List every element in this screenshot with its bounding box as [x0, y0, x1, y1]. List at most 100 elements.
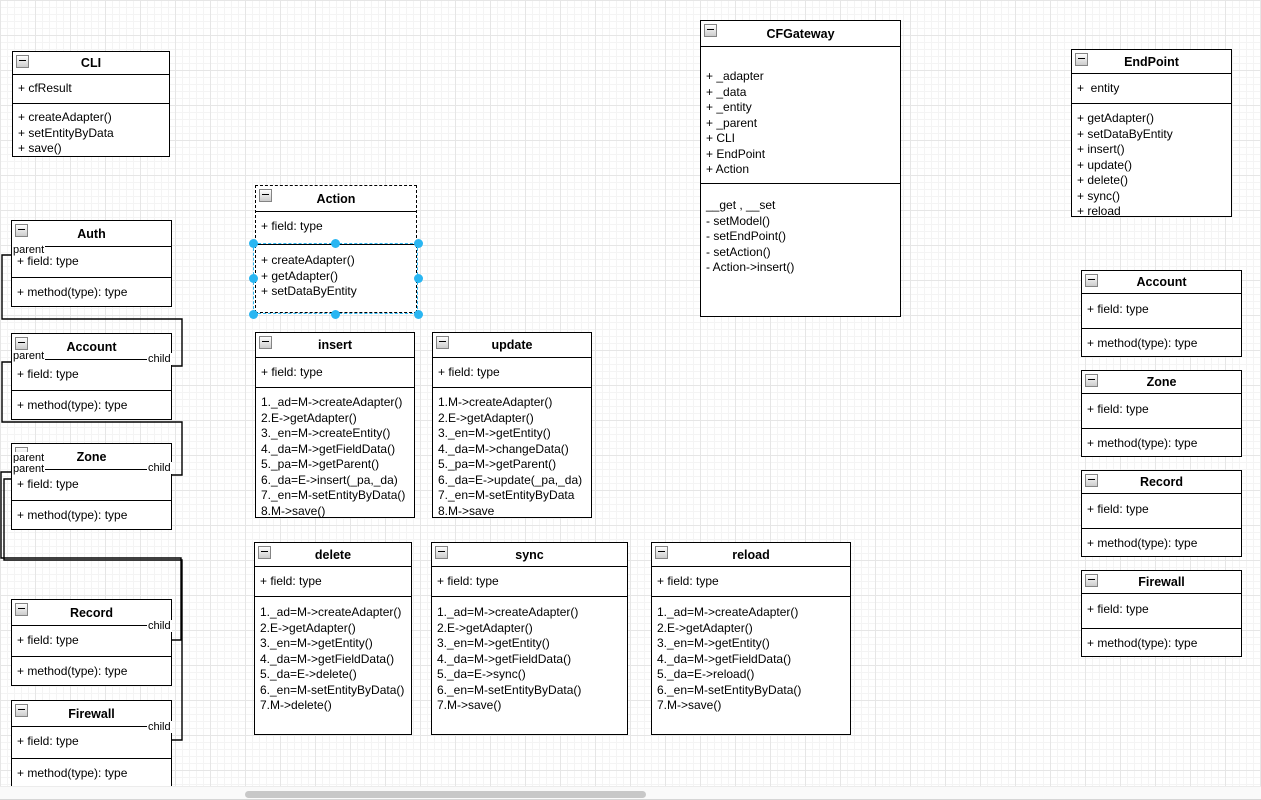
- collapse-minus-icon[interactable]: [15, 337, 28, 350]
- member-line: + delete(): [1077, 173, 1129, 187]
- member-line: + createAdapter(): [18, 110, 112, 124]
- member-line: 5._da=E->sync(): [437, 667, 526, 681]
- class-title-auth: Auth: [12, 221, 171, 246]
- class-title-delete: delete: [255, 543, 411, 566]
- member-line: + insert(): [1077, 142, 1125, 156]
- collapse-minus-icon[interactable]: [258, 546, 271, 559]
- class-box-cfgateway[interactable]: CFGateway+ _adapter+ _data+ _entity+ _pa…: [700, 20, 901, 317]
- selection-handle-s[interactable]: [331, 309, 340, 319]
- member-line: 1._ad=M->createAdapter(): [657, 605, 799, 619]
- class-section-record-right-methods: + method(type): type: [1082, 528, 1241, 558]
- class-box-auth[interactable]: Auth+ field: type+ method(type): type: [11, 220, 172, 307]
- member-line: 6._en=M-setEntityByData(): [657, 682, 802, 697]
- class-title-reload: reload: [652, 543, 850, 566]
- member-line: 3._en=M->createEntity(): [261, 426, 391, 440]
- collapse-minus-icon[interactable]: [435, 546, 448, 559]
- member-line: + _entity: [706, 100, 752, 114]
- selection-handle-w[interactable]: [248, 274, 258, 283]
- class-section-account-right-attributes: + field: type: [1082, 293, 1241, 328]
- member-line: 5._da=E->delete(): [260, 667, 357, 681]
- member-line: + setDataByEntity: [261, 284, 357, 298]
- horizontal-scrollbar-thumb[interactable]: [245, 791, 646, 798]
- class-box-delete[interactable]: delete + field: type 1._ad=M->createAdapte…: [254, 542, 412, 735]
- class-title-text: Zone: [1146, 375, 1177, 389]
- selection-handle-ne[interactable]: [413, 238, 423, 248]
- class-box-firewall-right[interactable]: Firewall+ field: type+ method(type): typ…: [1081, 570, 1242, 657]
- class-box-action[interactable]: Action+ field: type+ createAdapter()+ ge…: [255, 185, 417, 313]
- member-line: + _parent: [706, 115, 758, 130]
- selection-handle-e[interactable]: [413, 274, 423, 283]
- member-line: 2.E->getAdapter(): [261, 410, 357, 425]
- class-title-account-right: Account: [1082, 271, 1241, 293]
- collapse-minus-icon[interactable]: [655, 546, 668, 559]
- member-line: + method(type): type: [1087, 336, 1198, 350]
- member-line: + field: type: [261, 365, 323, 379]
- collapse-minus-icon[interactable]: [704, 24, 717, 37]
- member-line: 4._da=M->changeData(): [438, 441, 569, 456]
- member-line: + method(type): type: [17, 508, 128, 522]
- member-line: + field: type: [17, 367, 79, 381]
- class-title-sync: sync: [432, 543, 627, 566]
- member-line: + EndPoint: [706, 146, 766, 161]
- member-line: + createAdapter(): [261, 253, 355, 267]
- class-title-firewall-right: Firewall: [1082, 571, 1241, 593]
- collapse-minus-icon[interactable]: [15, 224, 28, 237]
- edge-label-child: child: [147, 620, 172, 632]
- member-line: 2.E->getAdapter(): [657, 620, 753, 635]
- selection-handle-n[interactable]: [331, 238, 340, 248]
- class-box-record-right[interactable]: Record+ field: type+ method(type): type: [1081, 470, 1242, 557]
- collapse-minus-icon[interactable]: [1085, 274, 1098, 287]
- class-section-endpoint-methods: + getAdapter()+ setDataByEntity+ insert(…: [1072, 103, 1231, 218]
- member-line: + method(type): type: [1087, 536, 1198, 550]
- class-box-zone-right[interactable]: Zone+ field: type+ method(type): type: [1081, 370, 1242, 457]
- class-box-firewall-left[interactable]: Firewall+ field: type+ method(type): typ…: [11, 700, 172, 790]
- member-line: 7._en=M-setEntityByData: [438, 488, 575, 502]
- class-box-endpoint[interactable]: EndPoint+ entity+ getAdapter()+ setDataB…: [1071, 49, 1232, 218]
- collapse-minus-icon[interactable]: [15, 603, 28, 616]
- member-line: + field: type: [260, 574, 322, 588]
- class-title-text: Record: [69, 605, 114, 620]
- collapse-minus-icon[interactable]: [1085, 474, 1098, 487]
- member-line: 3._en=M->getEntity(): [438, 426, 551, 440]
- selection-handle-nw[interactable]: [248, 238, 258, 248]
- class-title-cli: CLI: [13, 52, 169, 74]
- member-line: + save(): [18, 141, 62, 155]
- member-line: + _data: [706, 84, 747, 99]
- member-line: + field: type: [1087, 602, 1149, 616]
- member-line: + field: type: [17, 254, 79, 268]
- member-line: 1._ad=M->createAdapter(): [260, 605, 402, 619]
- class-box-record-left[interactable]: Record+ field: type+ method(type): type: [11, 599, 172, 686]
- selection-rectangle: [253, 243, 418, 314]
- collapse-minus-icon[interactable]: [1085, 374, 1098, 387]
- class-section-cli-attributes: + cfResult: [13, 74, 169, 103]
- class-box-account-right[interactable]: Account+ field: type + method(type): type: [1081, 270, 1242, 357]
- collapse-minus-icon[interactable]: [259, 189, 272, 202]
- collapse-minus-icon[interactable]: [436, 336, 449, 349]
- selection-handle-se[interactable]: [413, 309, 423, 319]
- member-line: + setDataByEntity: [1077, 126, 1173, 141]
- class-section-reload-methods: 1._ad=M->createAdapter()2.E->getAdapter(…: [652, 596, 850, 736]
- collapse-minus-icon[interactable]: [15, 704, 28, 717]
- collapse-minus-icon[interactable]: [1075, 53, 1088, 66]
- horizontal-scrollbar-track[interactable]: [0, 786, 1261, 800]
- edge-label-child: child: [147, 462, 172, 474]
- selection-handle-sw[interactable]: [248, 309, 258, 319]
- class-title-text: Zone: [76, 449, 107, 464]
- member-line: 3._en=M->getEntity(): [260, 636, 373, 650]
- class-title-text: EndPoint: [1124, 54, 1179, 69]
- class-title-update: update: [433, 333, 591, 357]
- collapse-minus-icon[interactable]: [1085, 574, 1098, 587]
- class-title-record-right: Record: [1082, 471, 1241, 493]
- member-line: + method(type): type: [17, 398, 128, 412]
- class-box-cli[interactable]: CLI+ cfResult+ createAdapter()+ setEntit…: [12, 51, 170, 157]
- collapse-minus-icon[interactable]: [259, 336, 272, 349]
- class-box-account-left[interactable]: Account+ field: type+ method(type): type: [11, 333, 172, 420]
- member-line: __get , __set: [706, 198, 776, 212]
- collapse-minus-icon[interactable]: [16, 55, 29, 68]
- member-line: + field: type: [261, 219, 323, 233]
